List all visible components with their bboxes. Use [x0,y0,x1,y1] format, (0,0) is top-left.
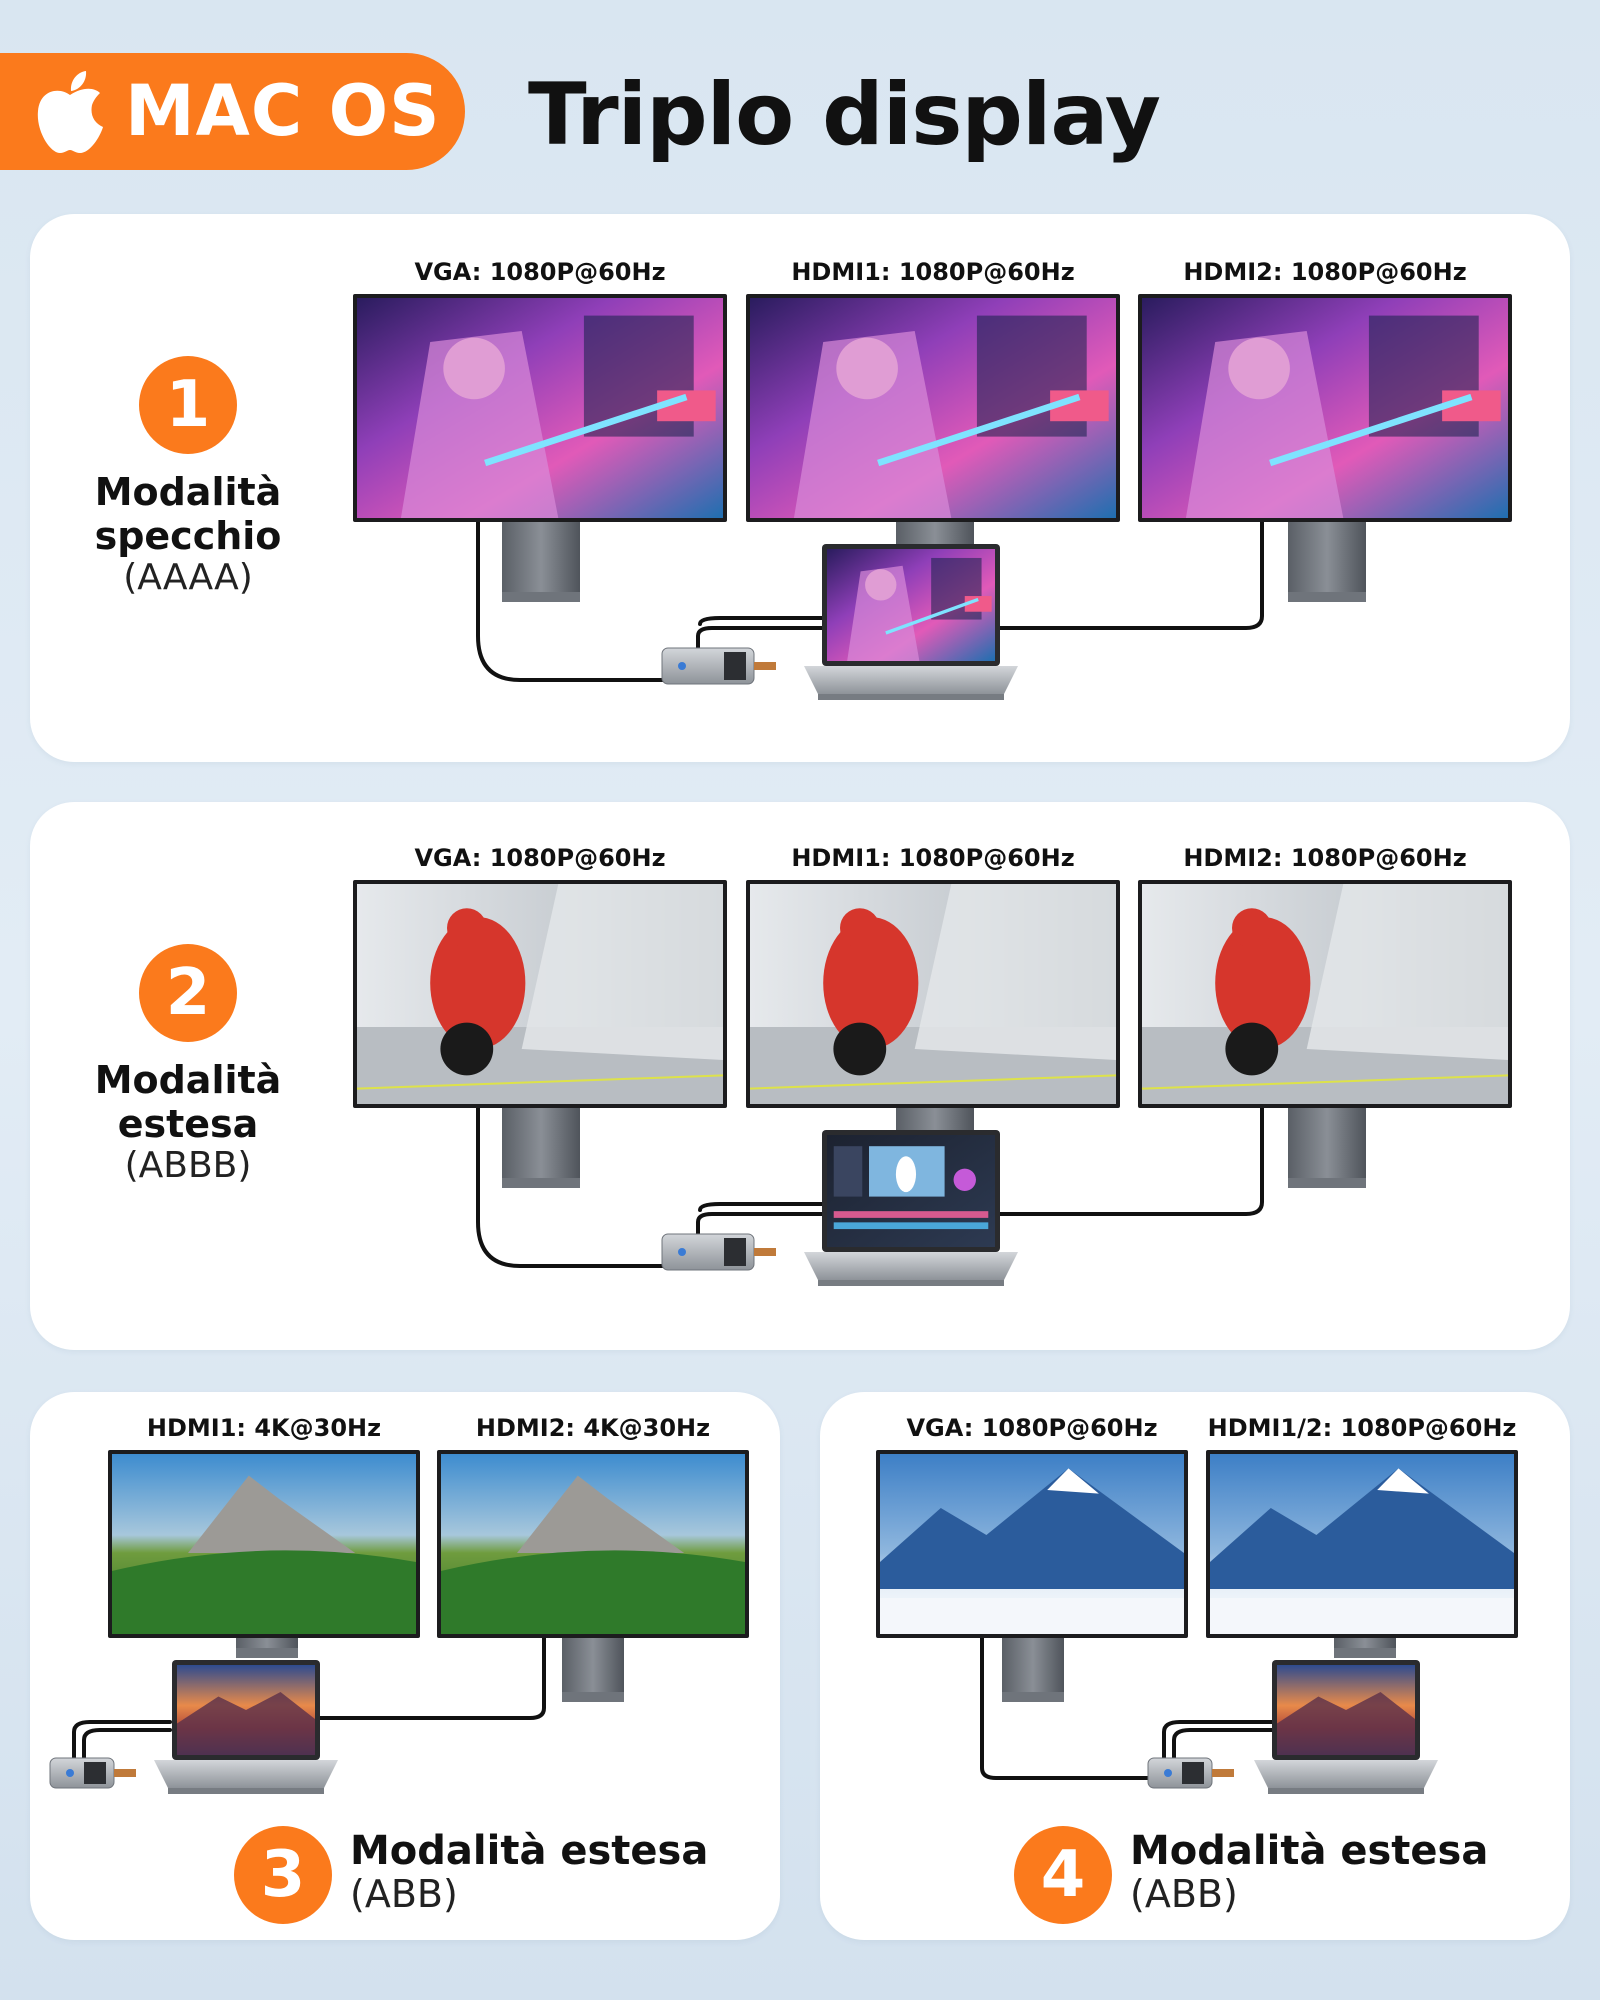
mode-1-monitor-vga: VGA: 1080P@60Hz [353,258,727,602]
mode-4-hdmib-cable [1172,1728,1274,1760]
mode-2-hub [661,1233,776,1271]
mode-2-label-line2: estesa [117,1102,259,1146]
mode-1-label-line2: specchio [94,514,282,558]
mode-1-laptop [804,544,1018,700]
mode-2-monitor-hdmi2-label: HDMI2: 1080P@60Hz [1183,844,1466,872]
mode-4-hub [1147,1757,1234,1789]
mode-4-monitor-vga-label: VGA: 1080P@60Hz [906,1414,1157,1442]
mode-3-hdmi1b-cable [82,1728,172,1760]
mode-4-laptop [1254,1660,1438,1794]
mode-1-monitor-hdmi1-label: HDMI1: 1080P@60Hz [791,258,1074,286]
mode-1-monitor-hdmi2-stand [1288,522,1366,602]
mode-2-monitor-hdmi1: HDMI1: 1080P@60Hz [746,844,1120,1148]
mode-3-hub [49,1757,136,1789]
mode-3-number: 3 [234,1826,332,1924]
mode-2-monitor-hdmi2-stand [1288,1108,1366,1188]
mode-1-hdmi1-cable [698,616,832,626]
page-title: Triplo display [528,65,1161,165]
mode-2-number: 2 [139,944,237,1042]
mode-3-hdmi1-cable [72,1720,172,1760]
mode-1-number: 1 [139,356,237,454]
mode-1-monitor-hdmi1: HDMI1: 1080P@60Hz [746,258,1120,562]
mode-2-monitor-hdmi1-label: HDMI1: 1080P@60Hz [791,844,1074,872]
mode-2-hdmi2-cable [998,1106,1264,1216]
mode-1-vga-cable [476,520,664,682]
badge-label: MAC OS [125,70,441,152]
mode-2-hdmi1b-cable [696,1212,832,1254]
mode-3-laptop [154,1660,338,1794]
mode-4-monitor-hdmi-label: HDMI1/2: 1080P@60Hz [1208,1414,1517,1442]
mode-2-laptop [804,1130,1018,1286]
mode-2-monitor-vga-label: VGA: 1080P@60Hz [414,844,665,872]
mode-1-label-line1: Modalità [94,470,282,514]
mode-2-laptop-base [804,1252,1018,1280]
mode-3-monitor-hdmi1-label: HDMI1: 4K@30Hz [147,1414,381,1442]
mode-3-label: Modalità estesa [350,1828,709,1874]
mode-3-monitor-hdmi2-stand [562,1638,624,1702]
mode-1-laptop-base [804,666,1018,694]
mac-os-badge: MAC OS [0,53,465,170]
mode-2-monitor-hdmi2: HDMI2: 1080P@60Hz [1138,844,1512,1188]
mode-3-hdmi2-cable [318,1636,546,1720]
mode-3-code: (ABB) [350,1872,458,1916]
mode-4-monitor-hdmi: HDMI1/2: 1080P@60Hz [1206,1414,1518,1658]
mode-1-hub [661,647,776,685]
apple-logo-icon [37,71,103,153]
mode-1-monitor-vga-stand [502,522,580,602]
mode-3-monitor-hdmi2-label: HDMI2: 4K@30Hz [476,1414,710,1442]
mode-4-vga-cable [980,1636,1152,1780]
mode-2-code: (ABBB) [124,1145,252,1186]
mode-4-monitor-vga: VGA: 1080P@60Hz [876,1414,1188,1702]
mode-1-code: (AAAA) [123,557,253,598]
mode-2-hdmi1-cable [698,1202,832,1212]
mode-3-monitor-hdmi1: HDMI1: 4K@30Hz [108,1414,420,1658]
mode-4-code: (ABB) [1130,1872,1238,1916]
mode-1-monitor-hdmi2: HDMI2: 1080P@60Hz [1138,258,1512,602]
mode-3-laptop-base [154,1760,338,1788]
mode-1-hdmi2-cable [998,520,1264,630]
mode-2-vga-cable [476,1106,664,1268]
mode-4-hdmi-cable [1162,1720,1274,1760]
mode-1-hdmi1b-cable [696,626,832,668]
mode-4-laptop-base [1254,1760,1438,1788]
mode-1-monitor-vga-label: VGA: 1080P@60Hz [414,258,665,286]
mode-1-monitor-hdmi2-label: HDMI2: 1080P@60Hz [1183,258,1466,286]
mode-2-monitor-vga: VGA: 1080P@60Hz [353,844,727,1188]
mode-4-number: 4 [1014,1826,1112,1924]
mode-2-monitor-vga-stand [502,1108,580,1188]
mode-3-monitor-hdmi2: HDMI2: 4K@30Hz [437,1414,749,1702]
mode-2-label-line1: Modalità [94,1058,282,1102]
mode-4-label: Modalità estesa [1130,1828,1489,1874]
mode-4-monitor-vga-stand [1002,1638,1064,1702]
